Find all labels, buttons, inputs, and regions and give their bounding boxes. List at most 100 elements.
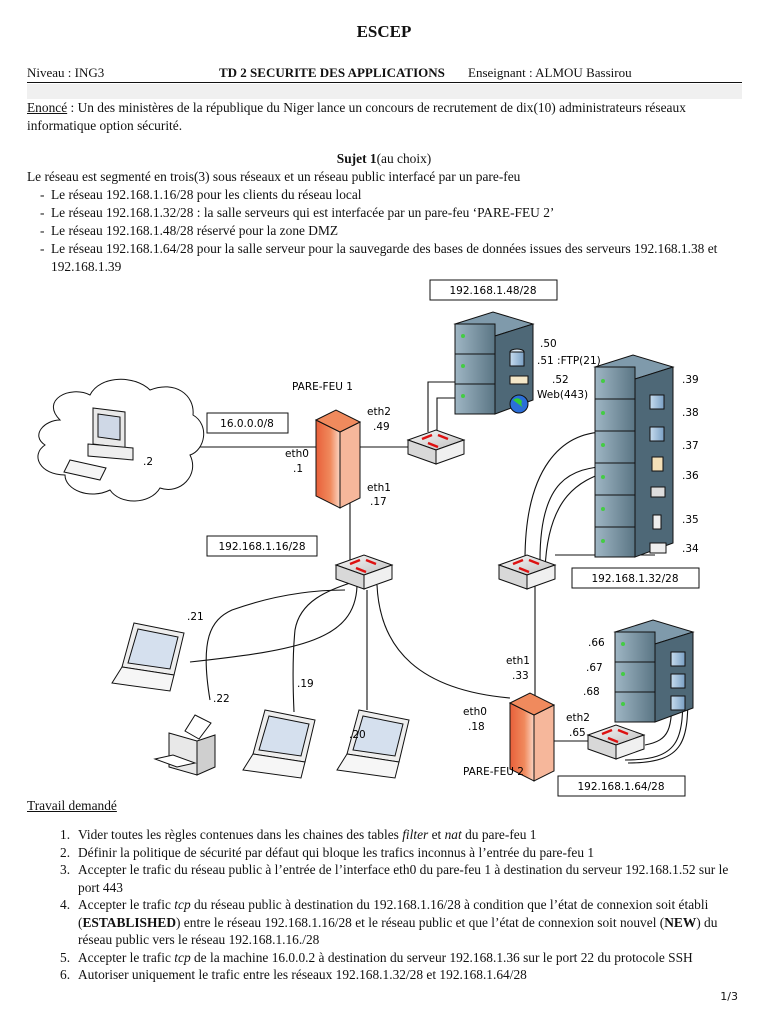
task-list: 1. Vider toutes les règles contenues dans…: [27, 826, 749, 984]
backup-server-stack-icon: [613, 619, 695, 723]
dmz-switch-icon: [406, 429, 466, 465]
fw1-eth2: eth2: [367, 406, 391, 418]
network-diagram: .2 192.168.1.48/28 16.0.0.0/8 192.168.1.…: [37, 279, 700, 797]
laptop-21-icon: [111, 622, 185, 692]
net-label-servers: 192.168.1.32/28: [591, 573, 678, 585]
task-text: Accepter le trafic: [78, 949, 175, 965]
dmz-ip-52: .52: [552, 374, 569, 386]
fw1-eth1: eth1: [367, 482, 391, 494]
fw2-name: PARE-FEU 2: [463, 766, 524, 778]
header-rule: [27, 82, 742, 83]
net-box-dmz: 192.168.1.48/28: [429, 279, 558, 301]
task-text: filter: [402, 827, 429, 842]
server-ip-39: .39: [682, 374, 699, 386]
school-title: ESCEP: [356, 22, 412, 41]
task-text: Accepter le trafic du réseau public à l’…: [78, 862, 729, 895]
net-box-public: 16.0.0.0/8: [206, 412, 289, 434]
fw2-eth0: eth0: [463, 706, 487, 718]
task-text: Vider toutes les règles contenues dans l…: [78, 827, 403, 842]
link-lan-switch-fw2: [376, 584, 511, 699]
task-item: 3. Accepter le trafic du réseau public à …: [27, 861, 749, 896]
task-text: ) du réseau public vers le réseau 192.16…: [78, 914, 718, 948]
task-text: de la machine 16.0.0.2 à destination du …: [190, 949, 693, 965]
fw1-name: PARE-FEU 1: [292, 381, 353, 393]
lan-ip-22: .22: [213, 693, 230, 705]
link-dmz-switch-srv1: [427, 381, 460, 432]
course-title: TD 2 SECURITE DES APPLICATIONS: [219, 65, 445, 80]
firewall-2-icon: [508, 692, 556, 782]
enonce-paragraph: Enoncé : Un des ministères de la républi…: [27, 99, 749, 135]
backup-ip-67: .67: [586, 662, 603, 674]
sujet-intro: Le réseau est segmenté en trois(3) sous …: [27, 169, 521, 184]
dmz-ip-51: .51 :FTP(21): [537, 355, 601, 367]
task-item: 5.Accepter le trafic tcp de la machine 1…: [27, 949, 749, 967]
public-pc-icon: [63, 407, 134, 481]
task-text: ) entre le réseau 192.168.1.16/28 et le …: [176, 914, 665, 930]
laptop-19-icon: [242, 709, 316, 779]
dmz-web-label: Web(443): [537, 389, 588, 401]
backup-ip-68: .68: [583, 686, 600, 698]
task-text: NEW: [664, 914, 697, 930]
public-host-ip: .2: [143, 456, 153, 468]
dmz-ip-50: .50: [540, 338, 557, 350]
task-number: 3.: [60, 862, 71, 877]
backup-ip-66: .66: [588, 637, 605, 649]
task-text: Autoriser uniquement le trafic entre les…: [78, 967, 527, 982]
net-box-servers: 192.168.1.32/28: [571, 567, 700, 589]
server-ip-34: .34: [682, 543, 699, 555]
task-number: 1.: [60, 827, 71, 842]
backup-switch-icon: [586, 724, 646, 760]
sujet-title-bold: Sujet 1: [336, 151, 377, 166]
fw2-eth1: eth1: [506, 655, 530, 667]
task-item: 1. Vider toutes les règles contenues dans…: [27, 826, 749, 844]
task-text: ESTABLISHED: [82, 914, 176, 930]
task-text: nat: [444, 827, 462, 842]
level-label: Niveau : ING3: [27, 65, 105, 80]
enonce-text: : Un des ministères de la république du …: [27, 100, 686, 133]
task-text: et: [428, 827, 445, 842]
task-number: 4.: [60, 897, 71, 912]
task-number: 2.: [60, 844, 71, 860]
fw2-eth2: eth2: [566, 712, 590, 724]
lan-ip-19: .19: [297, 678, 314, 690]
task-text: Définir la politique de sécurité par déf…: [78, 844, 595, 860]
server-ip-35: .35: [682, 514, 699, 526]
travail-title: Travail demandé: [27, 797, 749, 815]
laptop-20-icon: [336, 709, 410, 779]
fw1-eth0-ip: .1: [293, 463, 303, 475]
net-label-lan: 192.168.1.16/28: [218, 541, 305, 553]
task-item: 4.Accepter le trafic tcp du réseau publi…: [27, 896, 749, 949]
server-ip-36: .36: [682, 470, 699, 482]
link-dmz-switch-srv2: [436, 397, 460, 432]
task-text: du pare-feu 1: [461, 827, 537, 842]
net-label-public: 16.0.0.0/8: [220, 418, 274, 430]
link-server-switch-srv37: [524, 431, 611, 561]
printer-icon: [153, 714, 216, 776]
fw1-eth2-ip: .49: [373, 421, 390, 433]
task-text: du réseau public à destination du 192.16…: [78, 897, 709, 930]
firewall-1-icon: [314, 409, 362, 509]
network-item: Le réseau 192.168.1.64/28 pour la salle …: [27, 240, 727, 276]
fw2-eth0-ip: .18: [468, 721, 485, 733]
sujet-title-rest: (au choix): [376, 151, 432, 166]
enonce-label: Enoncé: [27, 100, 68, 115]
task-number: 6.: [60, 967, 71, 982]
teacher-label: Enseignant : ALMOU Bassirou: [468, 65, 632, 80]
net-box-lan: 192.168.1.16/28: [206, 535, 318, 557]
link-switch-printer: [205, 589, 346, 701]
sujet-title: Sujet 1(au choix): [0, 151, 768, 167]
server-ip-38: .38: [682, 407, 699, 419]
network-item: Le réseau 192.168.1.48/28 réservé pour l…: [27, 222, 727, 240]
lan-ip-21: .21: [187, 611, 204, 623]
server-ip-37: .37: [682, 440, 699, 452]
header-band: [27, 84, 742, 99]
fw1-eth1-ip: .17: [370, 496, 387, 508]
server-room-stack-icon: [593, 354, 675, 558]
task-text: Accepter le trafic: [78, 897, 175, 912]
link-switch-laptop21: [189, 585, 358, 663]
task-item: 6. Autoriser uniquement le trafic entre l…: [27, 966, 749, 984]
net-box-backup: 192.168.1.64/28: [557, 775, 686, 797]
travail-title-text: Travail demandé: [27, 798, 117, 813]
net-label-dmz: 192.168.1.48/28: [449, 285, 536, 297]
server-switch-icon: [497, 554, 557, 590]
